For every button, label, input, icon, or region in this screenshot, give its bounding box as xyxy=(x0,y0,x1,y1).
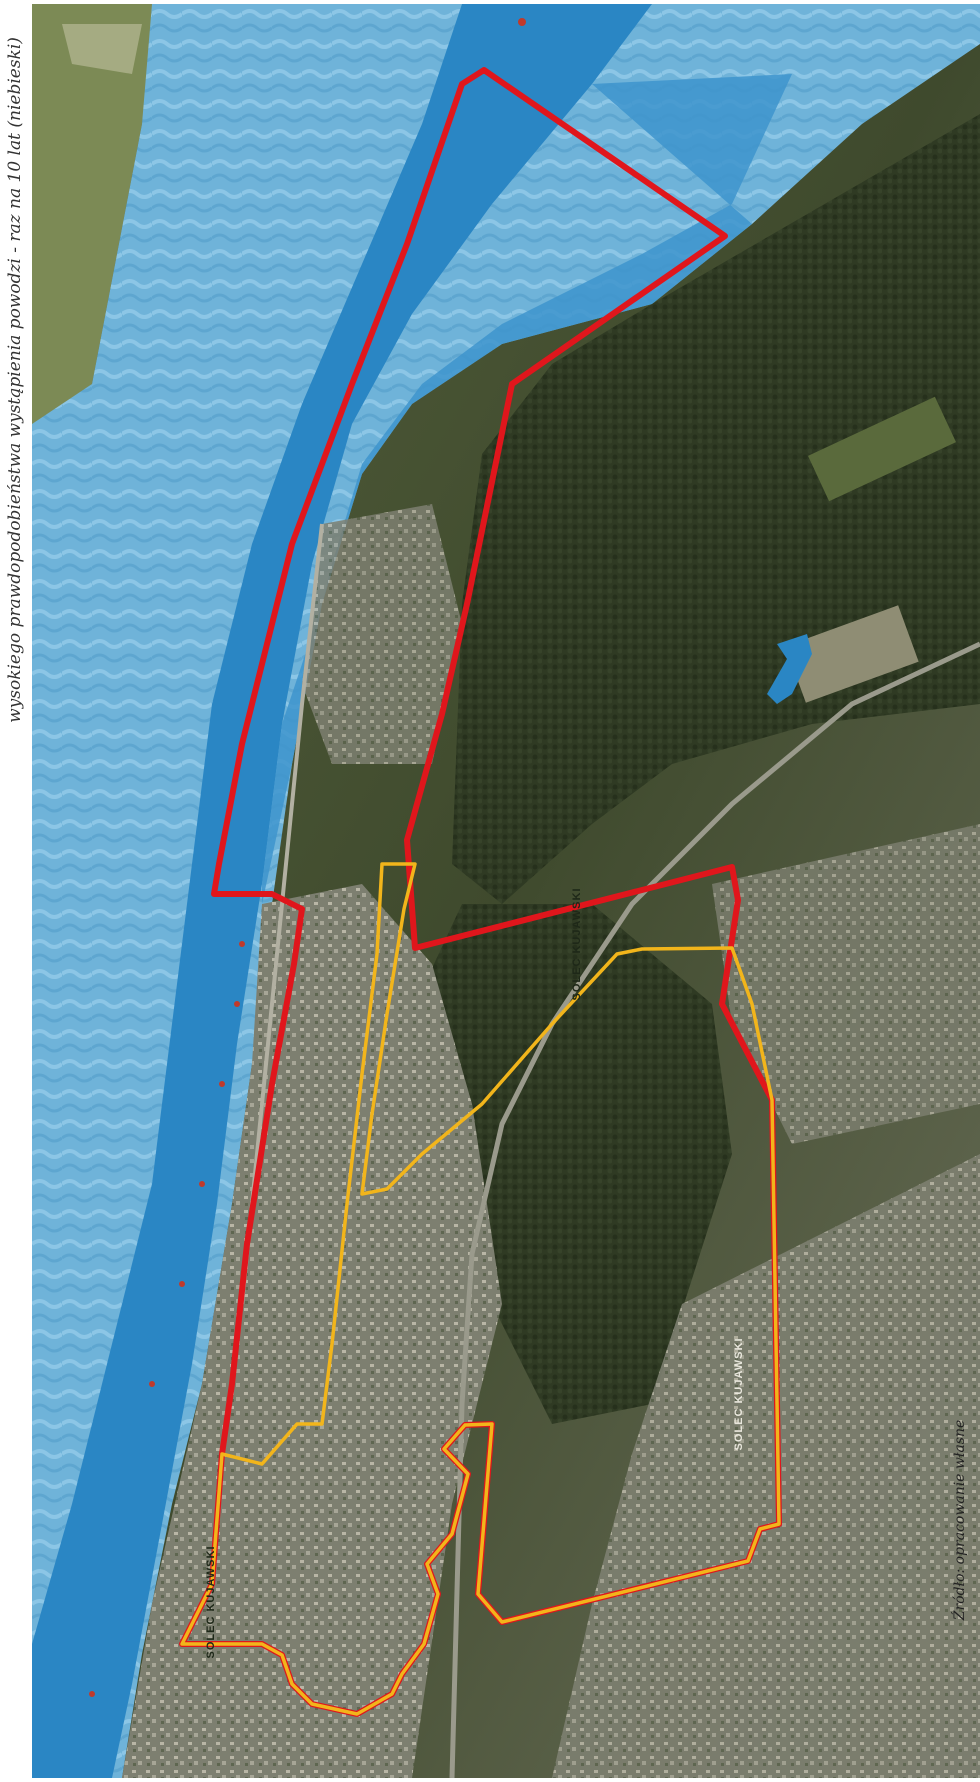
yellow-boundary-line[interactable] xyxy=(180,862,781,1716)
field-patch xyxy=(807,396,957,502)
place-label-east: SOLEC KUJAWSKI xyxy=(733,1337,745,1450)
map-canvas[interactable]: SOLEC KUJAWSKI SOLEC KUJAWSKI SOLEC KUJA… xyxy=(32,4,980,1778)
place-label-south: SOLEC KUJAWSKI xyxy=(205,1545,217,1658)
field-patch xyxy=(62,24,142,74)
source-note-text: Źródło: opracowanie własne xyxy=(952,1419,968,1621)
map-caption-text: wysokiego prawdopodobieństwa wystąpienia… xyxy=(5,37,25,723)
river-channel xyxy=(32,4,652,1778)
field-patch xyxy=(785,605,919,703)
lake xyxy=(767,634,812,704)
farmland-area xyxy=(32,4,162,434)
industrial-area xyxy=(302,504,462,764)
place-label-north: SOLEC KUJAWSKI xyxy=(571,887,583,1000)
map-caption: wysokiego prawdopodobieństwa wystąpienia… xyxy=(3,10,27,750)
source-note: Źródło: opracowanie własne xyxy=(948,1280,972,1760)
town-area-east xyxy=(552,1154,980,1778)
boat-markers xyxy=(89,18,526,1697)
forest-area-2 xyxy=(392,904,732,1424)
flood-zone-light xyxy=(32,4,980,1778)
industrial-area-east xyxy=(712,824,980,1144)
riverside-road xyxy=(240,523,324,1305)
aerial-map[interactable]: SOLEC KUJAWSKI SOLEC KUJAWSKI SOLEC KUJA… xyxy=(32,4,980,1778)
